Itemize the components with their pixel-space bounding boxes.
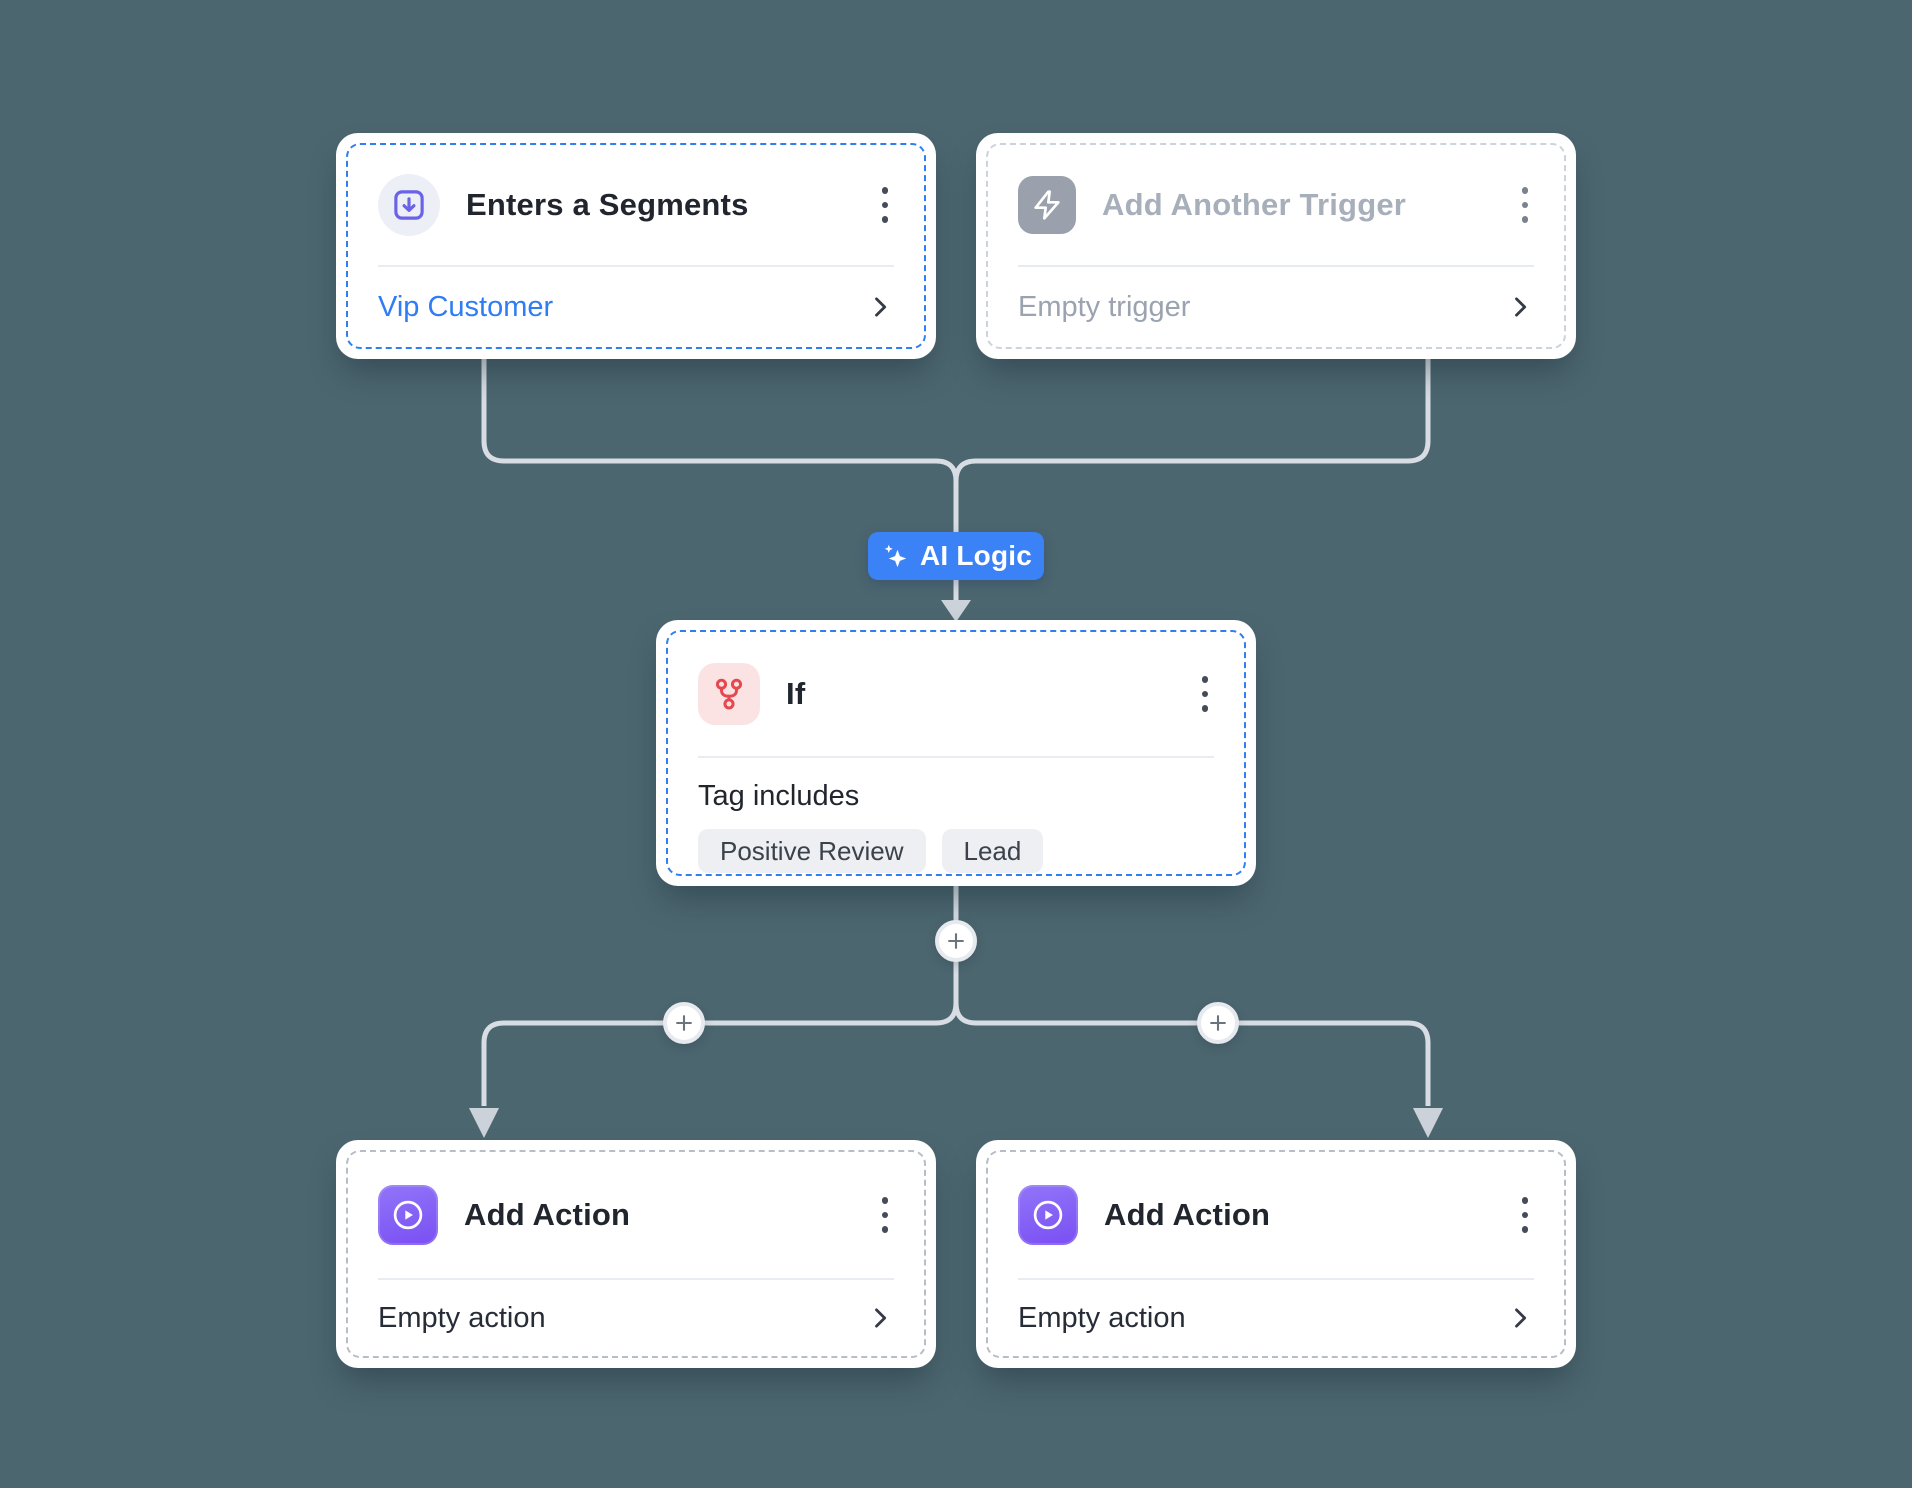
card-divider	[1018, 1278, 1534, 1280]
kebab-menu-icon[interactable]	[1516, 1191, 1535, 1239]
chevron-right-icon[interactable]	[1506, 1304, 1534, 1332]
action-node-left[interactable]: Add Action Empty action	[336, 1140, 936, 1368]
chevron-right-icon[interactable]	[1506, 293, 1534, 321]
segment-value-link[interactable]: Vip Customer	[378, 290, 554, 323]
trigger-node-enters-segment[interactable]: Enters a Segments Vip Customer	[336, 133, 936, 359]
play-circle-icon	[1018, 1185, 1078, 1245]
branch-merge-icon	[698, 663, 760, 725]
card-divider	[698, 756, 1214, 758]
card-divider	[1018, 265, 1534, 267]
node-title: Add Another Trigger	[1102, 187, 1407, 222]
ai-logic-label: AI Logic	[919, 540, 1033, 571]
arrow-down-square-icon	[378, 174, 440, 236]
chevron-right-icon[interactable]	[866, 293, 894, 321]
node-title: If	[786, 676, 806, 711]
condition-node-if[interactable]: If Tag includes Positive Review Lead	[656, 620, 1256, 886]
trigger-node-add-another[interactable]: Add Another Trigger Empty trigger	[976, 133, 1576, 359]
node-title: Add Action	[464, 1197, 631, 1232]
chevron-right-icon[interactable]	[866, 1304, 894, 1332]
node-title: Enters a Segments	[466, 187, 749, 222]
add-branch-right-button[interactable]	[1197, 1002, 1239, 1044]
ai-logic-badge[interactable]: AI Logic	[868, 532, 1044, 580]
arrow-down-into-right-action	[1413, 1108, 1443, 1138]
kebab-menu-icon[interactable]	[1516, 181, 1535, 229]
empty-action-label: Empty action	[1018, 1301, 1186, 1334]
card-divider	[378, 1278, 894, 1280]
condition-field-label: Tag includes	[698, 780, 860, 812]
action-node-right[interactable]: Add Action Empty action	[976, 1140, 1576, 1368]
play-circle-icon	[378, 1185, 438, 1245]
tag-chip: Positive Review	[698, 829, 926, 873]
card-divider	[378, 265, 894, 267]
tag-chip: Lead	[941, 829, 1044, 873]
add-branch-left-button[interactable]	[663, 1002, 705, 1044]
lightning-bolt-icon	[1018, 176, 1076, 234]
arrow-down-into-if	[941, 600, 971, 622]
empty-action-label: Empty action	[378, 1301, 546, 1334]
kebab-menu-icon[interactable]	[876, 1191, 895, 1239]
kebab-menu-icon[interactable]	[1196, 670, 1215, 718]
empty-trigger-label: Empty trigger	[1018, 290, 1191, 323]
node-title: Add Action	[1104, 1197, 1271, 1232]
add-step-center-button[interactable]	[935, 920, 977, 962]
kebab-menu-icon[interactable]	[876, 181, 895, 229]
arrow-down-into-left-action	[469, 1108, 499, 1138]
sparkles-icon	[880, 541, 910, 571]
